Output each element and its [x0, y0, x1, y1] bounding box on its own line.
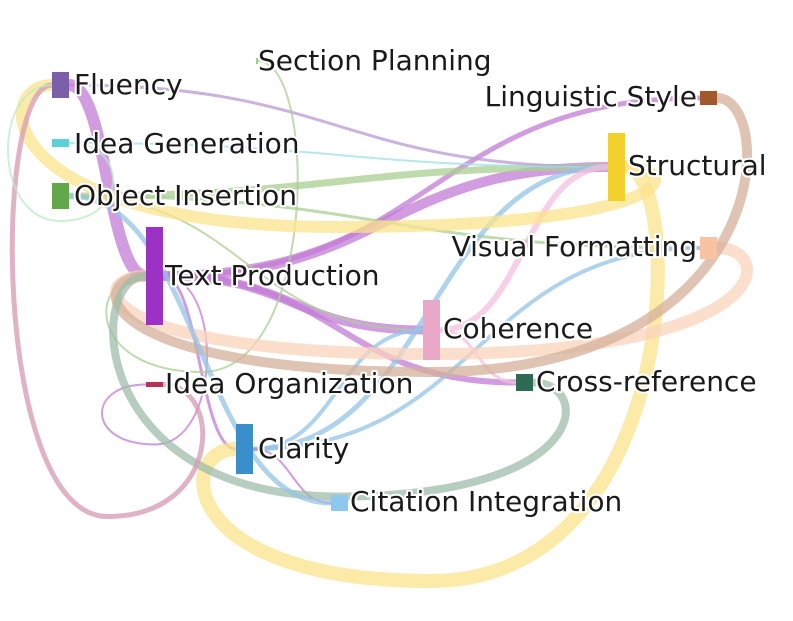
node-idea-generation[interactable] — [52, 139, 69, 147]
node-label-idea-generation: Idea Generation — [74, 127, 300, 160]
node-label-citation-integration: Citation Integration — [350, 485, 622, 518]
node-label-clarity: Clarity — [258, 432, 349, 465]
node-cross-reference[interactable] — [516, 374, 533, 391]
node-section-planning[interactable] — [256, 58, 258, 64]
nodes-layer — [52, 58, 717, 511]
node-label-linguistic-style: Linguistic Style — [485, 80, 697, 113]
node-label-visual-formatting: Visual Formatting — [452, 230, 697, 263]
link-object_insertion-to-citation_integration — [66, 193, 334, 506]
node-label-structural: Structural — [628, 149, 767, 182]
link-structural-to-fluency — [15, 79, 661, 234]
node-object-insertion[interactable] — [52, 183, 69, 209]
node-fluency[interactable] — [52, 72, 69, 98]
node-label-coherence: Coherence — [443, 312, 593, 345]
node-label-object-insertion: Object Insertion — [74, 179, 297, 212]
link-cross_reference-to-text_production — [109, 272, 570, 501]
node-structural[interactable] — [608, 133, 625, 201]
link-fluency-to-structural — [67, 83, 610, 169]
node-label-cross-reference: Cross-reference — [536, 365, 757, 398]
node-visual-formatting[interactable] — [700, 237, 717, 259]
link-text_production-to-linguistic_style — [160, 95, 703, 279]
node-label-fluency: Fluency — [74, 68, 183, 101]
link-idea_organization-to-fluency — [9, 82, 206, 520]
node-linguistic-style[interactable] — [700, 91, 717, 105]
node-idea-organization[interactable] — [146, 382, 163, 387]
node-label-text-production: Text Production — [164, 259, 380, 292]
node-text-production[interactable] — [146, 227, 163, 325]
link-text_production-to-clarity — [161, 274, 238, 451]
link-idea_generation-to-fluency — [7, 84, 114, 223]
link-object_insertion-to-structural — [65, 163, 612, 200]
node-coherence[interactable] — [423, 300, 440, 360]
node-clarity[interactable] — [236, 424, 253, 474]
link-fluency-to-text_production — [63, 79, 152, 282]
node-label-section-planning: Section Planning — [258, 44, 492, 77]
node-citation-integration[interactable] — [331, 495, 348, 511]
link-coherence-to-structural — [437, 164, 611, 333]
link-idea_generation-to-structural — [68, 142, 609, 168]
link-structural-to-clarity — [196, 160, 665, 589]
link-clarity-to-coherence — [251, 328, 425, 451]
node-label-idea-organization: Idea Organization — [165, 367, 413, 400]
link-text_production-to-cross_reference — [160, 273, 519, 386]
link-section_planning-to-text_production — [105, 60, 299, 374]
